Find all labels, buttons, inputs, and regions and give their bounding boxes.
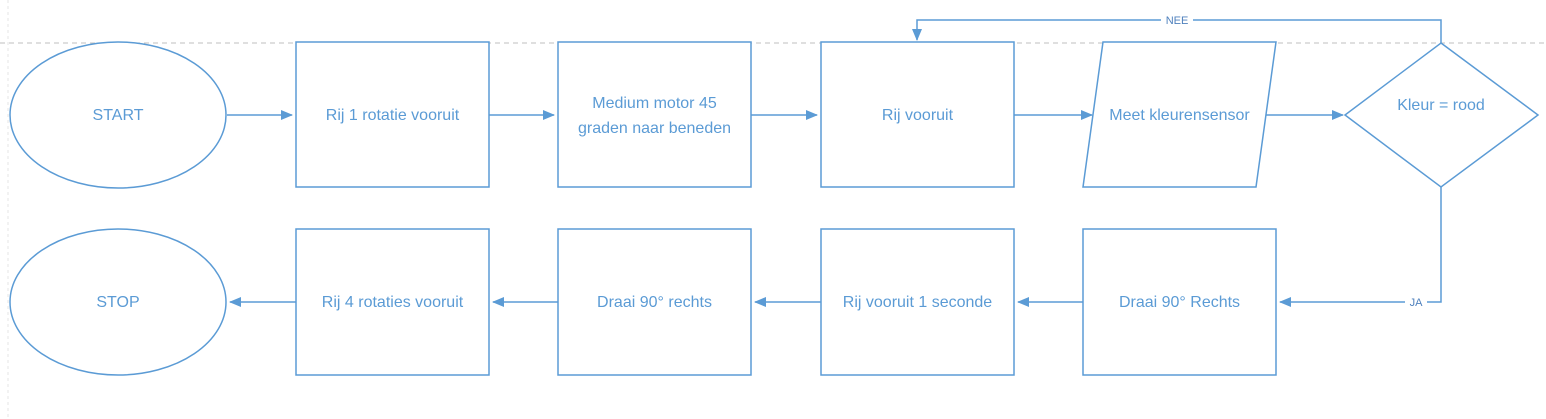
start-node: START	[9, 41, 227, 189]
draai-90-rechts-1-label: Draai 90° Rechts	[1119, 294, 1240, 311]
rij-1-rotatie-label: Rij 1 rotatie vooruit	[326, 107, 460, 124]
rij-1-rotatie-box	[295, 41, 490, 188]
rij-vooruit-1-seconde-box	[820, 228, 1015, 376]
kleur-rood-label: Kleur = rood	[1397, 97, 1485, 114]
rij-vooruit-label: Rij vooruit	[882, 107, 954, 124]
rij-vooruit-1-seconde-node: Rij vooruit 1 seconde	[820, 228, 1015, 376]
stop-ellipse	[9, 228, 227, 376]
rij-1-rotatie-node: Rij 1 rotatie vooruit	[295, 41, 490, 188]
rij-vooruit-1-seconde-label: Rij vooruit 1 seconde	[843, 294, 993, 311]
kleur-rood-diamond	[1343, 42, 1540, 188]
arrow-ja-path	[1279, 187, 1442, 307]
rij-4-rotaties-box	[295, 228, 490, 376]
rij-4-rotaties-label: Rij 4 rotaties vooruit	[322, 294, 464, 311]
meet-kleurensensor-node: Meet kleurensensor	[1082, 41, 1277, 188]
rij-4-rotaties-node: Rij 4 rotaties vooruit	[295, 228, 490, 376]
meet-kleurensensor-label: Meet kleurensensor	[1109, 107, 1250, 124]
start-label: START	[93, 107, 144, 124]
rij-vooruit-box	[820, 41, 1015, 188]
rij-vooruit-node: Rij vooruit	[820, 41, 1015, 188]
medium-motor-box	[557, 41, 752, 188]
draai-90-rechts-1-node: Draai 90° Rechts	[1082, 228, 1277, 376]
medium-motor-label-line2: graden naar beneden	[578, 120, 731, 137]
draai-90-rechts-2-label: Draai 90° rechts	[597, 294, 712, 311]
draai-90-rechts-2-box	[557, 228, 752, 376]
meet-kleurensensor-parallelogram	[1082, 41, 1277, 188]
ja-label: JA	[1410, 297, 1424, 309]
stop-label: STOP	[96, 294, 139, 311]
start-ellipse	[9, 41, 227, 189]
draai-90-rechts-2-node: Draai 90° rechts	[557, 228, 752, 376]
nee-label: NEE	[1166, 15, 1189, 27]
medium-motor-node: Medium motor 45 graden naar beneden	[557, 41, 752, 188]
kleur-rood-decision: Kleur = rood	[1343, 42, 1540, 188]
draai-90-rechts-1-box	[1082, 228, 1277, 376]
ja-label-bg	[1405, 295, 1427, 309]
medium-motor-label-line1: Medium motor 45	[592, 95, 717, 112]
nee-label-bg	[1161, 13, 1193, 27]
stop-node: STOP	[9, 228, 227, 376]
